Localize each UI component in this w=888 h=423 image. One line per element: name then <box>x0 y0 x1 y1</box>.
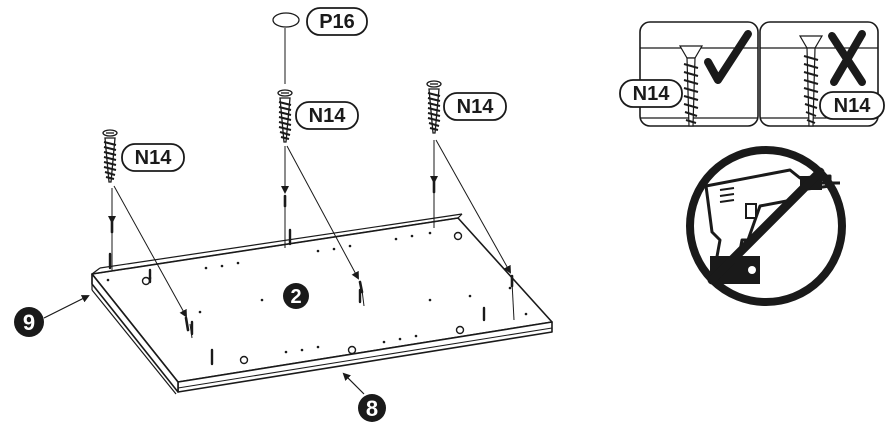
svg-text:N14: N14 <box>457 96 495 118</box>
screw-n14-right <box>426 80 442 134</box>
svg-text:2: 2 <box>290 286 301 308</box>
placed-screws <box>110 180 514 332</box>
label-n14-center: N14 <box>295 101 359 130</box>
inset-wrong-label: N14 <box>819 91 885 120</box>
cross-icon <box>828 30 866 86</box>
callout-side-9: 9 <box>14 295 90 337</box>
svg-text:N14: N14 <box>309 105 347 127</box>
no-power-drill-icon <box>686 146 846 306</box>
inset-correct-label: N14 <box>619 79 683 108</box>
svg-text:N14: N14 <box>834 95 872 117</box>
callout-panel-2: 2 <box>283 283 309 309</box>
svg-text:P16: P16 <box>319 11 355 33</box>
label-n14-right: N14 <box>443 92 507 121</box>
callout-edge-8: 8 <box>342 372 386 422</box>
svg-text:N14: N14 <box>135 147 173 169</box>
label-n14-left: N14 <box>121 143 185 172</box>
guide-lines <box>108 28 515 339</box>
svg-text:9: 9 <box>23 310 35 335</box>
check-icon <box>704 30 752 84</box>
inset-correct <box>639 21 759 127</box>
svg-text:8: 8 <box>366 396 378 421</box>
cap-p16 <box>272 12 300 28</box>
screw-n14-left <box>102 129 118 183</box>
panel-holes <box>106 231 528 354</box>
label-p16: P16 <box>306 7 368 36</box>
panel-dowels <box>108 228 486 366</box>
panel <box>91 213 553 395</box>
svg-text:N14: N14 <box>633 83 671 105</box>
screw-n14-center <box>277 89 293 143</box>
